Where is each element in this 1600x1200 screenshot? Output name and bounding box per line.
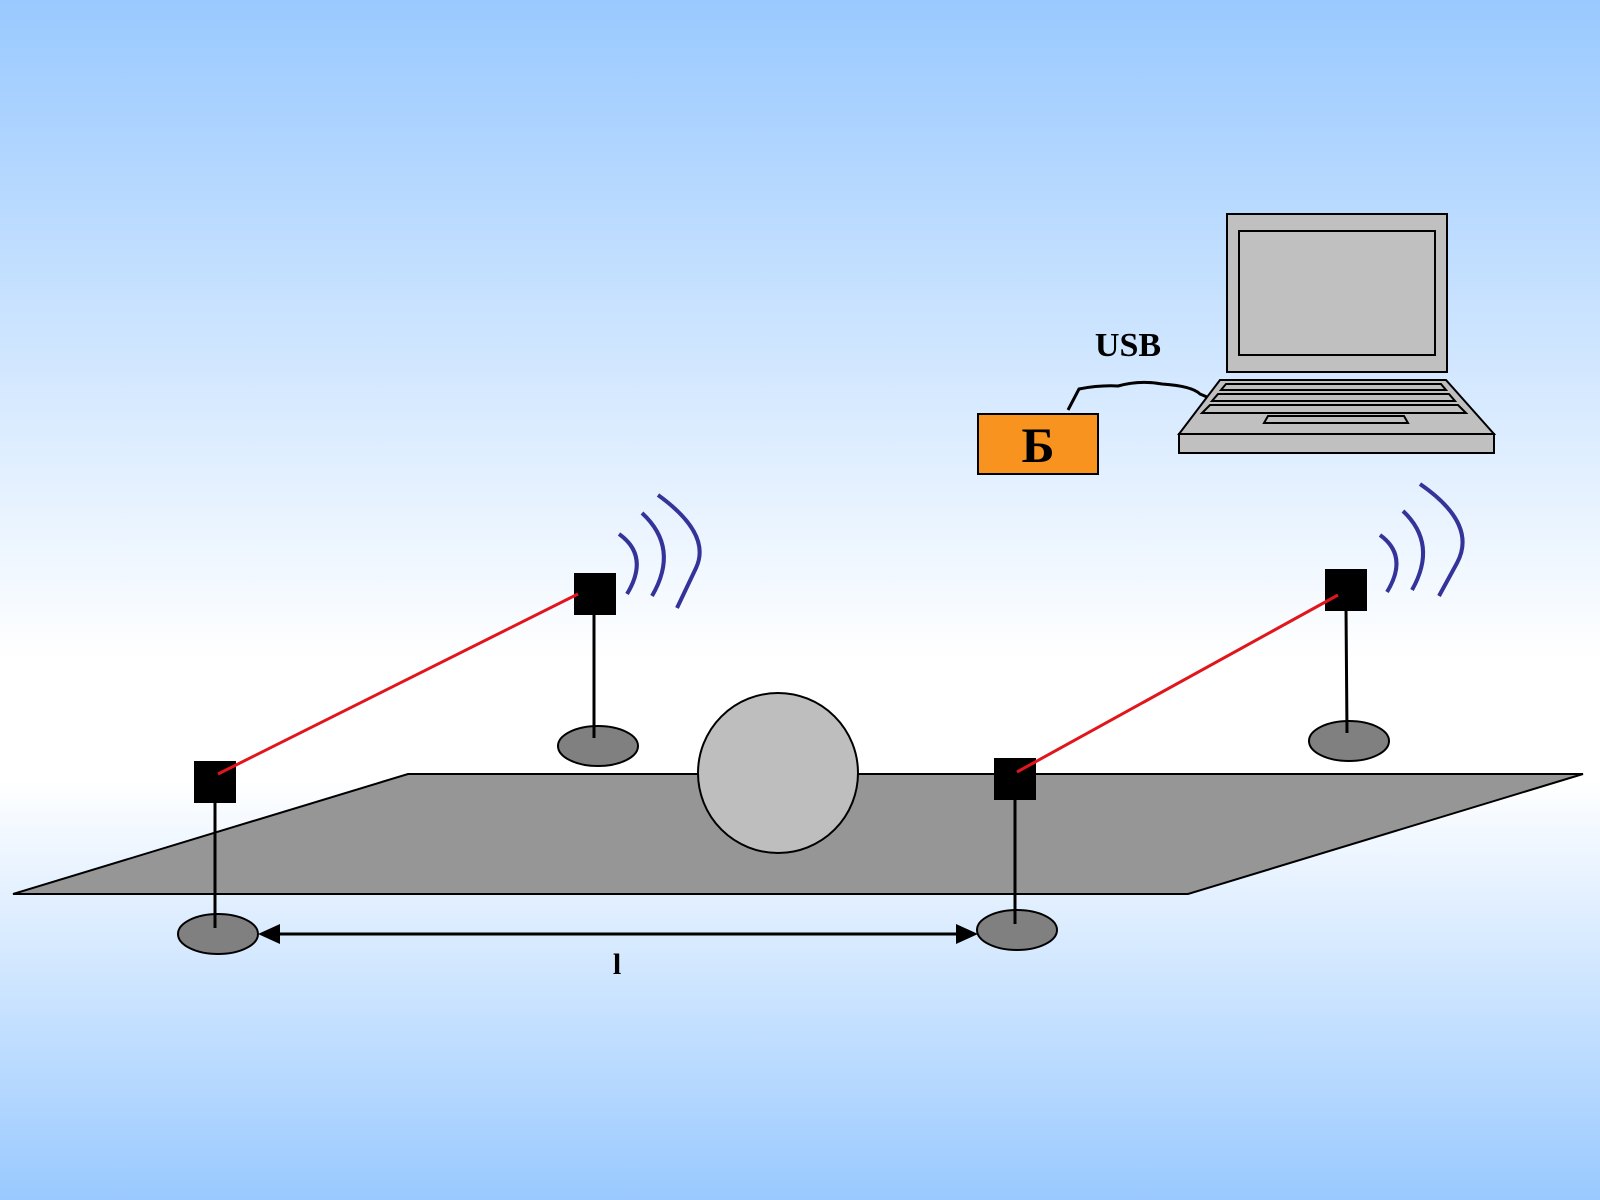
usb-label: USB [1095, 327, 1161, 364]
distance-label: l [613, 948, 621, 981]
wheel [697, 692, 859, 854]
sensor-stand-right-front [976, 758, 1058, 951]
radio-waves-icon [617, 493, 702, 609]
laser-beam-right [1016, 593, 1339, 774]
stand-base [557, 725, 639, 767]
stand-pole [1344, 607, 1349, 734]
stand-base [976, 909, 1058, 951]
stand-base [1308, 720, 1390, 762]
stand-base [177, 913, 259, 955]
block-label: Б [1021, 417, 1054, 473]
block-box [977, 413, 1099, 475]
laptop-touchpad [1262, 415, 1410, 424]
laptop-base-front [1178, 433, 1495, 454]
distance-arrow [258, 924, 978, 944]
radio-waves-icon [1378, 482, 1465, 597]
sensor-stand-left-back [557, 573, 639, 767]
sensor-square-icon [1325, 569, 1367, 611]
sensor-square-icon [574, 573, 616, 615]
laptop-icon [1176, 213, 1497, 454]
usb-cable [1066, 380, 1208, 411]
sensor-stand-right-back [1308, 569, 1390, 762]
keyboard-row [1209, 393, 1458, 402]
keyboard-row [1199, 404, 1469, 414]
keyboard-row [1218, 383, 1449, 391]
laser-beam-left [217, 592, 579, 776]
laptop-screen [1238, 230, 1436, 356]
